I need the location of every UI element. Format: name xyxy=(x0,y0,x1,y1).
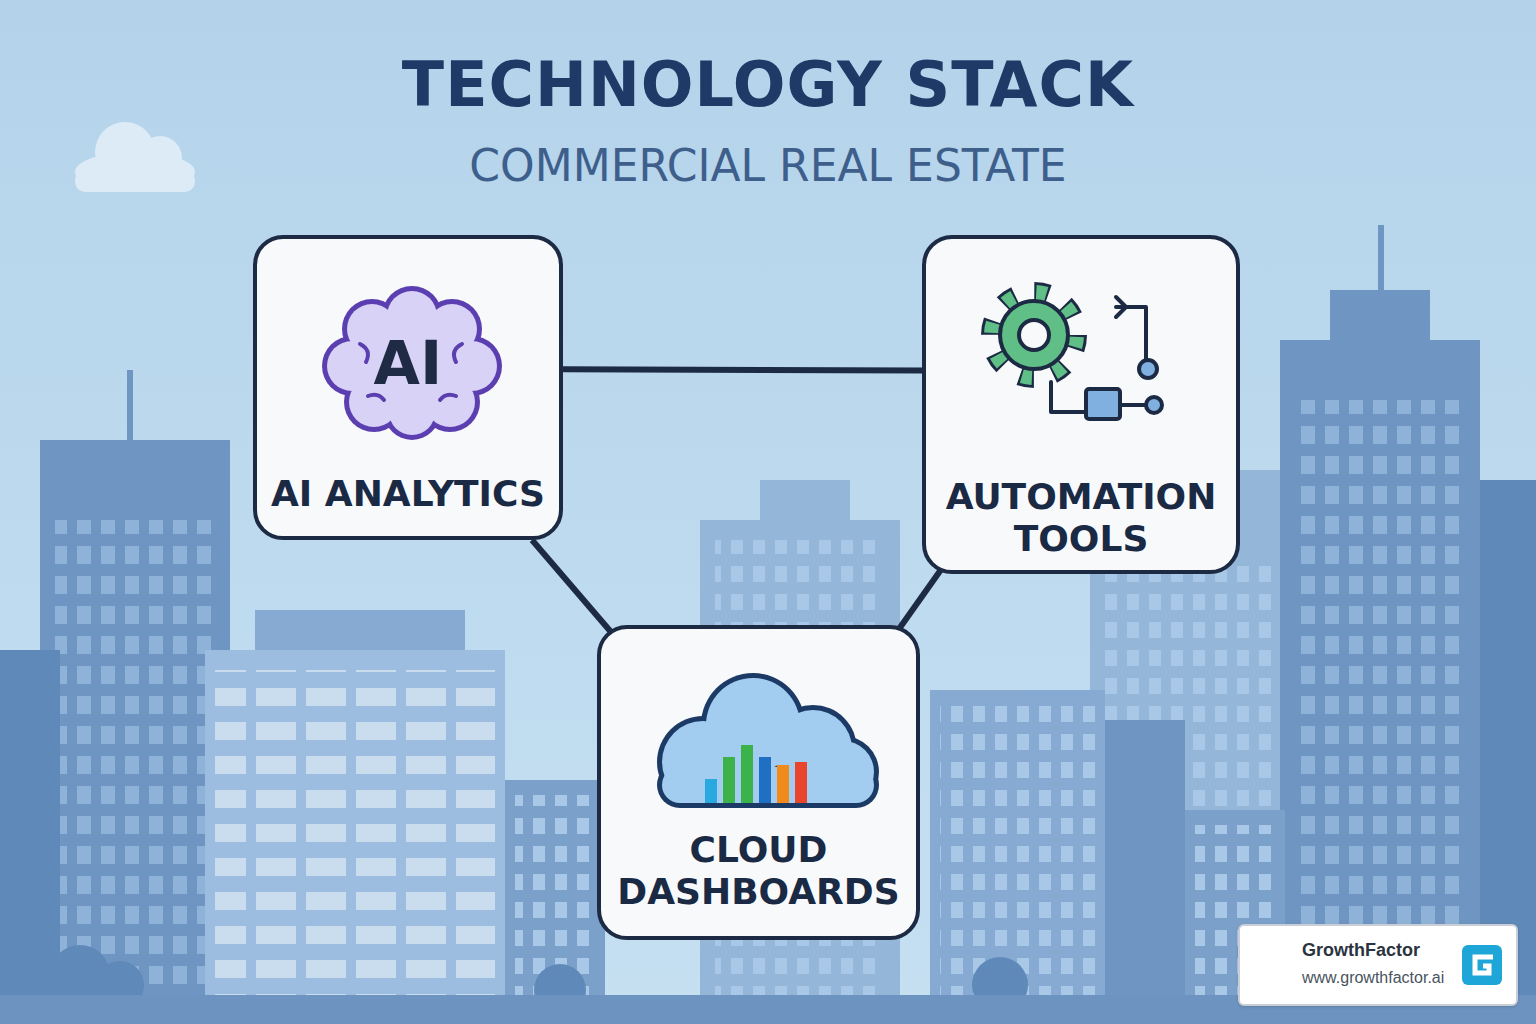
subtitle: COMMERCIAL REAL ESTATE xyxy=(0,140,1536,191)
connector-line xyxy=(532,540,613,634)
icon-text: AI xyxy=(271,329,545,398)
cloud-dashboards-box: CLOUD DASHBOARDS xyxy=(597,625,920,940)
brand-url: www.growthfactor.ai xyxy=(1302,969,1448,987)
automation-tools-box: AUTOMATION TOOLS xyxy=(922,235,1240,574)
gear-icon xyxy=(976,277,1196,441)
brand-name: GrowthFactor xyxy=(1302,940,1448,961)
ai-analytics-box: AI AI ANALYTICS xyxy=(253,235,563,540)
connector-line xyxy=(563,369,922,370)
box-label: AUTOMATION TOOLS xyxy=(940,476,1222,560)
box-label: AI ANALYTICS xyxy=(271,473,545,515)
diagram-title: TECHNOLOGY STACK xyxy=(0,48,1536,121)
g-icon xyxy=(1462,945,1502,989)
cloud-icon xyxy=(643,667,883,821)
cloud xyxy=(75,122,195,192)
logo-badge: GrowthFactor www.growthfactor.ai xyxy=(1238,924,1518,1006)
box-label: CLOUD DASHBOARDS xyxy=(615,829,902,913)
